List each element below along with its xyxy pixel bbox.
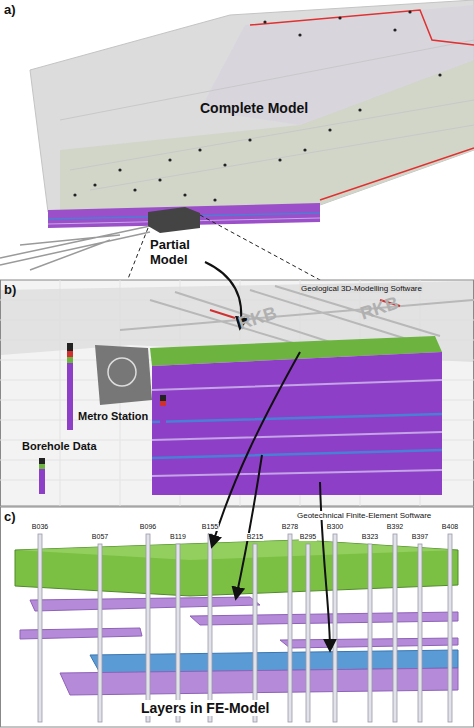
borehole-id: B036 xyxy=(31,523,49,531)
borehole-id: B392 xyxy=(386,523,404,531)
borehole-symbol xyxy=(39,343,166,494)
part-name: Layers in FE-Model xyxy=(140,700,270,716)
borehole-id: B155 xyxy=(201,523,219,531)
borehole-id: B295 xyxy=(299,533,317,541)
panel-letter: a) xyxy=(4,3,16,18)
borehole-id: B215 xyxy=(246,533,264,541)
borehole-id: B323 xyxy=(361,533,379,541)
borehole-id: B300 xyxy=(326,523,344,531)
borehole-id: B119 xyxy=(169,533,187,541)
geological-model-panel xyxy=(0,262,474,506)
borehole-id: B096 xyxy=(139,523,157,531)
fe-model-panel xyxy=(1,507,474,727)
model-title: Partial Model xyxy=(150,238,208,268)
model-title: Complete Model xyxy=(200,100,308,116)
software-name: Geotechnical Finite-Element Software xyxy=(296,511,432,520)
part-name: Metro Station xyxy=(78,410,148,423)
borehole-id: B408 xyxy=(441,523,459,531)
panel-letter: c) xyxy=(4,510,16,525)
borehole-id: B057 xyxy=(91,533,109,541)
software-name: Geological 3D-Modelling Software xyxy=(300,284,423,293)
panel-letter: b) xyxy=(4,283,16,298)
borehole-id: B278 xyxy=(281,523,299,531)
part-name: Borehole Data xyxy=(22,440,97,453)
borehole-id: B397 xyxy=(411,533,429,541)
